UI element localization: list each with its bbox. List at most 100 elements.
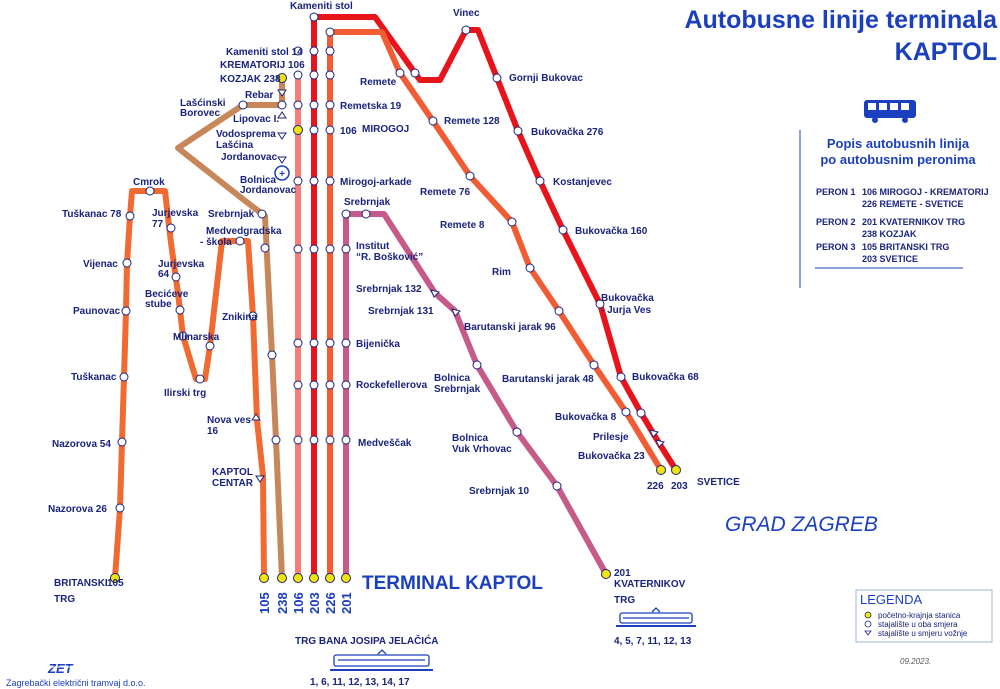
legend-box: [855, 589, 993, 643]
peron-3-line-2: 203 SVETICE: [862, 254, 918, 264]
stop-label: Nazorova 26: [48, 504, 107, 515]
stop-label: Lašćina: [216, 140, 254, 151]
stop-label: Tuškanac: [71, 372, 117, 383]
stop-label: Bukovačka 8: [555, 412, 617, 423]
stop-label: Jurjevska: [152, 208, 199, 219]
stop-label: Becićeve: [145, 289, 189, 300]
line-number-226: 226: [323, 592, 338, 614]
terminal-stop-markers: [110, 73, 681, 583]
stop-label: Remete 128: [444, 116, 500, 127]
stop-label: Prilesje: [593, 432, 629, 443]
stop-label: Vodosprema: [216, 129, 276, 140]
end-label-105: 105: [107, 578, 124, 589]
legend-item: stajalište u smjeru vožnje: [878, 629, 968, 638]
stop-label: Nazorova 54: [52, 439, 111, 450]
stop-label: Rim: [492, 267, 511, 278]
route-105: [112, 188, 267, 579]
stop-label: Srebrnjak: [208, 209, 255, 220]
end-label-svetice: SVETICE: [697, 477, 740, 488]
end-label-203: 203: [671, 481, 688, 492]
line-number-105: 105: [257, 592, 272, 614]
legend-marker-terminal: [864, 611, 872, 619]
peron-2-line-2: 238 KOZJAK: [862, 229, 917, 239]
stop-label: Jordanovac: [221, 152, 278, 163]
company-name: Zagrebački električni tramvaj d.o.o.: [6, 678, 146, 688]
stop-label: Remete: [360, 77, 397, 88]
hospital-icon: +: [274, 165, 290, 181]
stop-label: Gornji Bukovac: [509, 73, 583, 84]
stop-label: 16: [207, 426, 219, 437]
stop-label: Kostanjevec: [553, 177, 612, 188]
stop-label: Srebrnjak 132: [356, 284, 422, 295]
stop-label: Barutanski jarak 48: [502, 374, 594, 385]
stop-label: Vijenac: [83, 259, 118, 270]
svg-text:+: +: [279, 169, 285, 180]
grad-label: GRAD ZAGREB: [725, 513, 878, 536]
end-label-britanski-trg: TRG: [54, 594, 75, 605]
tram-icon: [330, 649, 433, 671]
direction-stop-markers: [251, 89, 665, 483]
stop-label: Srebrnjak: [344, 197, 391, 208]
stop-label: Institut: [356, 241, 390, 252]
stop-label: Lipovac I.: [233, 114, 279, 125]
stop-markers: [115, 12, 646, 513]
stop-label: Medveščak: [358, 438, 412, 449]
stop-label: 77: [152, 219, 164, 230]
stop-label: Rockefellerova: [356, 380, 428, 391]
peron-1-label: PERON 1: [816, 187, 856, 197]
peron-2-line-1: 201 KVATERNIKOV TRG: [862, 217, 965, 227]
svg-text:ZET: ZET: [47, 661, 74, 676]
panel-title: Popis autobusnih linija po autobusnim pe…: [800, 136, 996, 168]
panel-title-line-1: Popis autobusnih linija: [826, 136, 970, 151]
stop-label: KAPTOL: [212, 467, 253, 478]
title-line-2: KAPTOL: [894, 38, 997, 66]
stop-label: Bukovačka 68: [632, 372, 699, 383]
legend-title: LEGENDA: [860, 592, 922, 607]
stop-label: Rebar: [245, 90, 273, 101]
peron-2-label: PERON 2: [816, 217, 856, 227]
stop-label: - škola: [200, 237, 232, 248]
end-label-226: 226: [647, 481, 664, 492]
stop-label: Bolnica: [452, 433, 489, 444]
stop-label: MIROGOJ: [362, 124, 409, 135]
end-label-201: 201: [614, 568, 631, 579]
tram-icon: [616, 607, 696, 627]
stop-label: Srebrnjak: [434, 384, 481, 395]
route-226: [327, 29, 664, 578]
line-number-238: 238: [275, 592, 290, 614]
stop-label: Vinec: [453, 8, 480, 19]
stop-label: KOZJAK 238: [220, 74, 281, 85]
stop-label: Mlinarska: [173, 332, 220, 343]
stop-label: Nova ves: [207, 415, 251, 426]
stop-label: Kameniti stol: [290, 1, 353, 12]
route-203: [311, 14, 679, 578]
stop-label: Bukovačka 276: [531, 127, 604, 138]
route-201: [343, 211, 609, 578]
peron-1-line-1: 106 MIROGOJ - KREMATORIJ: [862, 187, 989, 197]
line-number-106: 106: [291, 592, 306, 614]
terminal-label: TERMINAL KAPTOL: [362, 573, 543, 594]
stop-label: Jurjevska: [158, 259, 205, 270]
stop-label: Paunovac: [73, 306, 121, 317]
tram-kvaternikov-lines: 4, 5, 7, 11, 12, 13: [614, 636, 692, 647]
stop-label: Remete 8: [440, 220, 485, 231]
stop-label: Bukovačka 160: [575, 226, 648, 237]
stop-label: Ilirski trg: [164, 388, 206, 399]
stop-label: 106: [340, 126, 357, 137]
end-label-britanski: BRITANSKI: [54, 578, 108, 589]
stop-label: Znikina: [222, 312, 257, 323]
stop-label: Jordanovac: [240, 185, 297, 196]
tram-jelacic-label: TRG BANA JOSIPA JELAČIĆA: [295, 634, 439, 647]
stop-label: Remete 76: [420, 187, 470, 198]
legend-item: stajalište u oba smjera: [878, 620, 958, 629]
peron-3-line-1: 105 BRITANSKI TRG: [862, 242, 949, 252]
legend-marker-both: [864, 620, 872, 628]
stop-label: CENTAR: [212, 478, 254, 489]
stop-label: - Jurja Ves: [601, 305, 651, 316]
peron-3-label: PERON 3: [816, 242, 856, 252]
end-label-kvaternikov: KVATERNIKOV: [614, 579, 686, 590]
stop-label: 64: [158, 269, 170, 280]
stop-label: Tuškanac 78: [62, 209, 122, 220]
line-number-203: 203: [307, 592, 322, 614]
